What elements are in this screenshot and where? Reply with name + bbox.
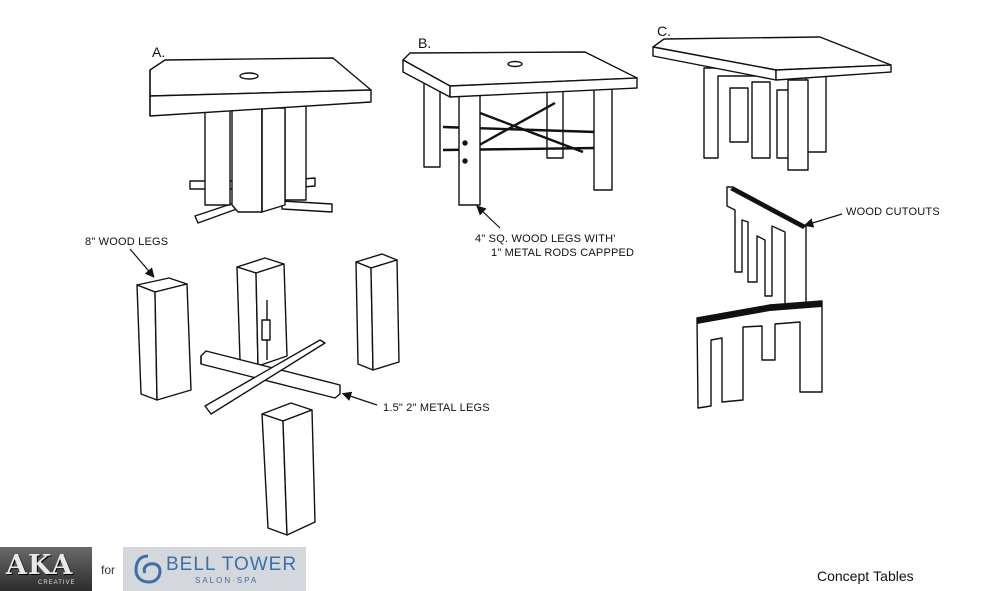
aka-logo-mark: AKA xyxy=(6,550,74,581)
bell-tower-logo: BELL TOWER SALON·SPA xyxy=(123,547,306,591)
aka-logo-sub: CREATIVE xyxy=(38,580,76,586)
table-c xyxy=(652,36,892,171)
bell-logo-sub: SALON·SPA xyxy=(195,576,259,585)
exploded-metal-cross xyxy=(200,339,341,415)
table-b xyxy=(402,51,638,206)
exploded-wood-cutouts xyxy=(696,186,823,409)
wood-legs-callout: 8" WOOD LEGS xyxy=(85,236,169,248)
option-a-label: A. xyxy=(152,44,166,60)
option-c-label: C. xyxy=(657,23,671,39)
metal-legs-callout: 1.5" 2" METAL LEGS xyxy=(383,402,490,414)
table-a xyxy=(149,57,372,224)
exploded-bottom-leg xyxy=(261,402,316,536)
wood-cutouts-callout: WOOD CUTOUTS xyxy=(846,206,940,218)
metal-legs-leader xyxy=(341,391,378,406)
b-note-leader xyxy=(476,205,501,229)
aka-logo: AKA CREATIVE xyxy=(0,547,92,591)
b-note-line2: 1" METAL RODS CAPPPED xyxy=(491,247,635,259)
for-text: for xyxy=(101,563,116,577)
option-b-label: B. xyxy=(418,35,432,51)
exploded-wood-legs xyxy=(136,253,400,401)
bell-logo-name: BELL TOWER xyxy=(166,554,298,575)
bell-logo-icon xyxy=(134,554,162,584)
wood-cutouts-leader xyxy=(803,213,843,228)
b-note-line1: 4" SQ. WOOD LEGS WITH' xyxy=(475,233,616,245)
caption-word2: Tables xyxy=(873,568,914,584)
wood-legs-leader xyxy=(129,248,155,278)
caption-word1: Concept xyxy=(817,568,870,584)
